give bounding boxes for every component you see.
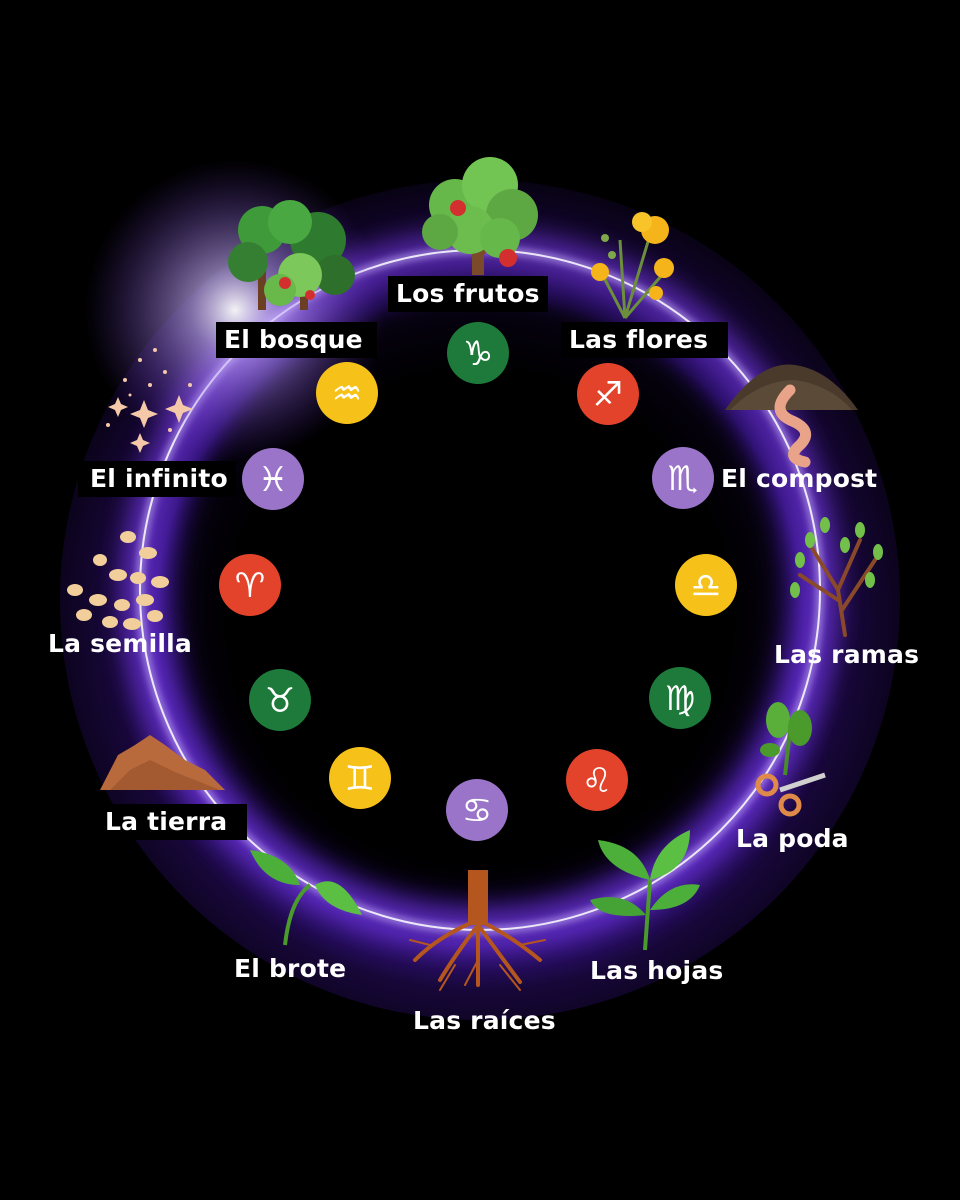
label-la-poda: La poda xyxy=(736,824,849,853)
sprout-icon xyxy=(250,850,362,946)
cancer-sign-icon: ♋ xyxy=(446,779,508,841)
taurus-sign-icon: ♉ xyxy=(249,669,311,731)
leaves-icon xyxy=(590,830,700,951)
pruning-shears-icon xyxy=(755,702,826,817)
label-las-ramas: Las ramas xyxy=(774,640,920,669)
aquarius-sign-icon: ♒ xyxy=(316,362,378,424)
virgo-sign-icon: ♍ xyxy=(649,667,711,729)
label-la-tierra: La tierra xyxy=(97,804,248,840)
scorpio-glyph: ♏ xyxy=(668,459,698,499)
gemini-glyph: ♊ xyxy=(345,759,375,799)
sagittarius-glyph: ♐ xyxy=(593,375,623,415)
label-la-semilla: La semilla xyxy=(48,629,192,658)
libra-sign-icon: ♎ xyxy=(675,554,737,616)
aquarius-glyph: ♒ xyxy=(332,374,362,414)
sagittarius-sign-icon: ♐ xyxy=(577,363,639,425)
libra-glyph: ♎ xyxy=(691,566,721,606)
gemini-sign-icon: ♊ xyxy=(329,747,391,809)
roots-icon xyxy=(409,870,546,991)
seeds-icon xyxy=(67,531,169,630)
cancer-glyph: ♋ xyxy=(462,791,492,831)
leo-sign-icon: ♌ xyxy=(566,749,628,811)
aries-sign-icon: ♈ xyxy=(219,554,281,616)
soil-mound-icon xyxy=(100,735,225,790)
label-el-bosque: El bosque xyxy=(216,322,377,358)
aries-glyph: ♈ xyxy=(235,566,265,606)
capricorn-sign-icon: ♑ xyxy=(447,322,509,384)
label-las-raices: Las raíces xyxy=(413,1006,556,1035)
compost-worm-icon xyxy=(725,364,858,468)
sparkles-icon xyxy=(106,348,193,453)
pisces-glyph: ♓ xyxy=(258,460,288,500)
label-el-infinito: El infinito xyxy=(78,461,236,497)
fruit-tree-icon xyxy=(422,157,538,275)
leo-glyph: ♌ xyxy=(582,761,612,801)
scorpio-sign-icon: ♏ xyxy=(652,447,714,509)
taurus-glyph: ♉ xyxy=(265,681,295,721)
capricorn-glyph: ♑ xyxy=(463,334,493,374)
branches-icon xyxy=(790,517,883,637)
label-las-flores: Las flores xyxy=(561,322,729,358)
forest-icon xyxy=(228,200,355,310)
virgo-glyph: ♍ xyxy=(665,679,695,719)
yellow-flowers-icon xyxy=(591,212,674,319)
label-las-hojas: Las hojas xyxy=(590,956,724,985)
label-los-frutos: Los frutos xyxy=(388,276,548,312)
label-el-compost: El compost xyxy=(721,464,878,493)
label-el-brote: El brote xyxy=(234,954,347,983)
pisces-sign-icon: ♓ xyxy=(242,448,304,510)
